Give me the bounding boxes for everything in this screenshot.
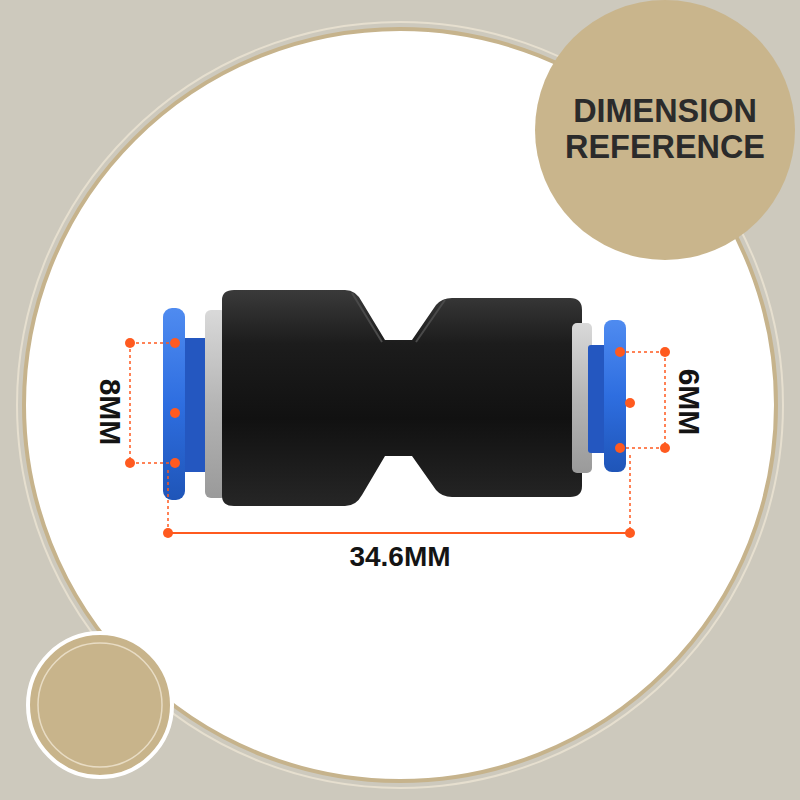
dimension-label: 8MM xyxy=(93,379,127,446)
dim-line xyxy=(129,343,131,463)
dimension-label: 6MM xyxy=(672,369,706,436)
dim-line xyxy=(130,342,175,344)
dim-line xyxy=(130,462,175,464)
dim-line xyxy=(629,455,631,533)
dimension-dots xyxy=(125,338,670,538)
decor-circle xyxy=(28,633,172,777)
dimension-label: 34.6MM xyxy=(349,541,450,573)
connector-body xyxy=(222,290,582,506)
heading-text: DIMENSION REFERENCE xyxy=(550,94,780,165)
dim-line xyxy=(664,352,666,448)
background-ring xyxy=(17,22,783,788)
decor-ring xyxy=(38,643,162,767)
dim-line xyxy=(620,351,665,353)
dimension-lines xyxy=(130,343,665,533)
dim-line xyxy=(620,447,665,449)
collet-flange-right xyxy=(604,320,626,472)
push-fit-connector xyxy=(163,290,626,506)
dim-line xyxy=(167,470,169,533)
body-highlight xyxy=(352,293,445,342)
dim-line xyxy=(168,532,630,534)
title-circle: DIMENSION REFERENCE xyxy=(535,0,795,260)
collet-flange-left xyxy=(163,308,185,500)
